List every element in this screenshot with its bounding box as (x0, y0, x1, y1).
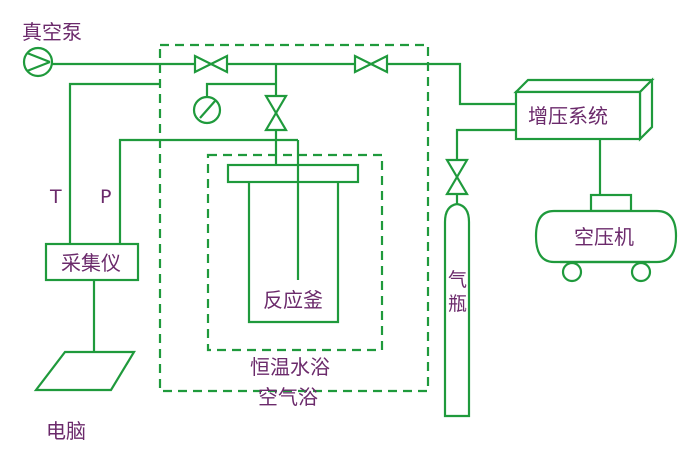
vacuum-line (52, 62, 516, 106)
reactor-lid (226, 163, 360, 184)
water-bath-label: 恒温水浴 (250, 355, 330, 379)
valve-reactor-icon (264, 94, 288, 132)
air-bath-boundary (158, 43, 430, 393)
water-bath-boundary (206, 153, 384, 352)
reactor-label: 反应釜 (263, 288, 323, 312)
compressor-wheel-right-icon (630, 261, 652, 283)
pressure-gauge-icon (192, 95, 222, 125)
valve-booster-icon (353, 54, 389, 74)
gas-cylinder-label-1: 气 (448, 269, 467, 291)
pressure-signal-label: P (100, 186, 111, 208)
gas-cylinder-label-2: 瓶 (448, 293, 467, 315)
data-acquisition-label: 采集仪 (61, 251, 121, 275)
vacuum-pump-icon (22, 46, 54, 78)
computer-icon (33, 350, 136, 392)
data-acquisition-box (44, 242, 140, 282)
compressor-neck (589, 193, 633, 213)
air-bath-label: 空气浴 (258, 385, 318, 409)
air-compressor-label: 空压机 (574, 225, 634, 249)
vacuum-pump-label: 真空泵 (22, 20, 82, 44)
computer-label: 电脑 (46, 419, 86, 443)
booster-system-label: 增压系统 (528, 104, 608, 128)
valve-cylinder-icon (445, 158, 469, 196)
compressor-wheel-left-icon (561, 261, 583, 283)
pressure-signal-line (118, 138, 298, 244)
reactor-vessel (247, 182, 340, 324)
gauge-line (205, 82, 276, 96)
temperature-signal-label: T (49, 186, 62, 208)
gas-cylinder-icon (443, 202, 471, 418)
valve-vacuum-icon (193, 54, 229, 74)
temperature-signal-line (68, 82, 160, 244)
air-compressor-tank (534, 209, 678, 264)
booster-system-box (513, 77, 655, 142)
